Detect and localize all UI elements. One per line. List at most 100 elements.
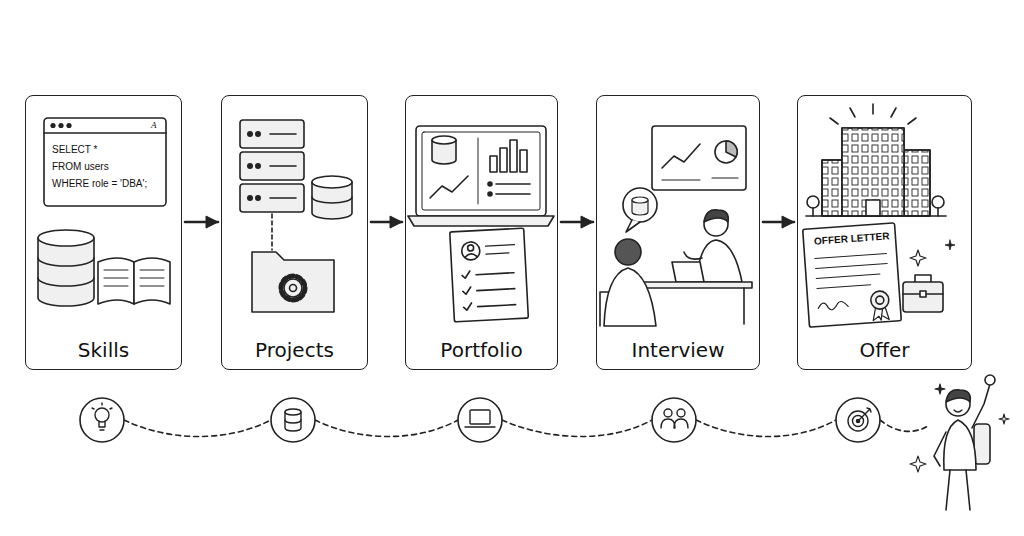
database-icon <box>312 197 352 203</box>
laptop <box>416 126 546 216</box>
people-icon <box>664 409 672 417</box>
sparkle <box>945 240 955 250</box>
code-window <box>44 118 166 206</box>
window-glyph: A <box>151 120 157 131</box>
laptop <box>478 138 479 204</box>
interviewer-figure <box>684 252 702 259</box>
offer-letter <box>803 223 902 327</box>
server-rack <box>240 120 304 212</box>
project-folder <box>281 276 305 300</box>
lightbulb-icon <box>92 403 112 430</box>
offer-letter <box>870 291 889 310</box>
briefcase <box>903 282 943 312</box>
code-window <box>66 123 71 128</box>
sparkle <box>910 250 926 266</box>
cheering-person <box>934 432 946 466</box>
briefcase <box>915 275 931 282</box>
step-circle <box>271 398 315 442</box>
resume-document <box>463 285 515 295</box>
laptop <box>496 183 530 185</box>
code-line: FROM users <box>52 161 109 173</box>
lightbulb-icon <box>92 403 112 409</box>
database-icon <box>312 176 352 219</box>
cheering-person <box>946 470 970 510</box>
server-rack <box>248 196 252 200</box>
rays <box>830 104 916 124</box>
office-building <box>806 128 946 216</box>
briefcase <box>903 275 943 312</box>
letter-heading: OFFER LETTER <box>814 230 890 247</box>
dashed-path <box>880 420 928 431</box>
dashed-link <box>271 214 273 250</box>
office-building <box>812 208 814 216</box>
step-panel: Offer <box>797 95 972 370</box>
server-rack <box>256 164 260 168</box>
project-folder <box>252 252 334 312</box>
open-book <box>98 258 134 304</box>
office-building <box>807 196 819 208</box>
office-building <box>842 128 904 216</box>
dashed-path <box>502 420 652 437</box>
candidate-figure <box>600 239 656 326</box>
database-icon <box>38 230 94 306</box>
offer-letter <box>803 223 902 327</box>
dashed-path <box>124 420 271 437</box>
laptop <box>422 132 540 210</box>
speech-bubble <box>632 197 648 203</box>
sparkle <box>935 384 945 394</box>
lightbulb-icon <box>95 408 109 422</box>
server-rack <box>256 132 260 136</box>
interviewer-figure <box>704 210 728 222</box>
connectors <box>185 222 794 223</box>
illustration <box>38 104 1009 510</box>
speech-bubble <box>623 188 657 222</box>
laptop <box>500 148 507 172</box>
open-book <box>104 270 164 286</box>
office-building <box>904 150 930 216</box>
flow-arrow <box>561 221 593 224</box>
open-book <box>134 258 170 304</box>
office-building <box>937 208 939 216</box>
step-circle <box>80 398 880 442</box>
database-icon <box>285 420 301 423</box>
database-icon <box>312 176 352 188</box>
code-window <box>44 132 166 133</box>
flow-arrow <box>763 221 794 224</box>
step-panel: Portfolio <box>405 95 558 370</box>
database-icon <box>38 238 94 306</box>
office-building <box>866 200 880 216</box>
laptop <box>408 216 554 226</box>
resume-document <box>465 254 477 258</box>
people-icon <box>661 409 688 428</box>
office-building <box>932 196 944 208</box>
candidate-figure <box>604 268 656 326</box>
step-circle <box>80 398 124 442</box>
desk <box>672 262 704 282</box>
cheering-person <box>934 375 995 510</box>
server-rack <box>270 134 296 198</box>
step-panel: Projects <box>221 95 368 370</box>
step-panel: Interview <box>596 95 760 370</box>
cheering-person <box>974 424 990 464</box>
code-window <box>58 123 63 128</box>
wall-monitor <box>726 141 737 157</box>
office-building <box>904 150 930 216</box>
step-panel: Skills <box>25 95 182 370</box>
laptop <box>510 140 517 172</box>
desk <box>632 282 752 288</box>
project-folder <box>252 252 334 312</box>
target-icon <box>858 408 871 421</box>
office-building <box>842 128 904 216</box>
people-icon <box>677 409 685 417</box>
dashed-path <box>315 420 458 437</box>
target-icon <box>848 408 871 431</box>
step-circle <box>458 398 502 442</box>
wall-monitor <box>652 126 746 190</box>
resume-document <box>467 245 473 251</box>
sparkle <box>910 384 1009 472</box>
sparkle <box>910 240 955 266</box>
resume-document <box>450 228 529 322</box>
